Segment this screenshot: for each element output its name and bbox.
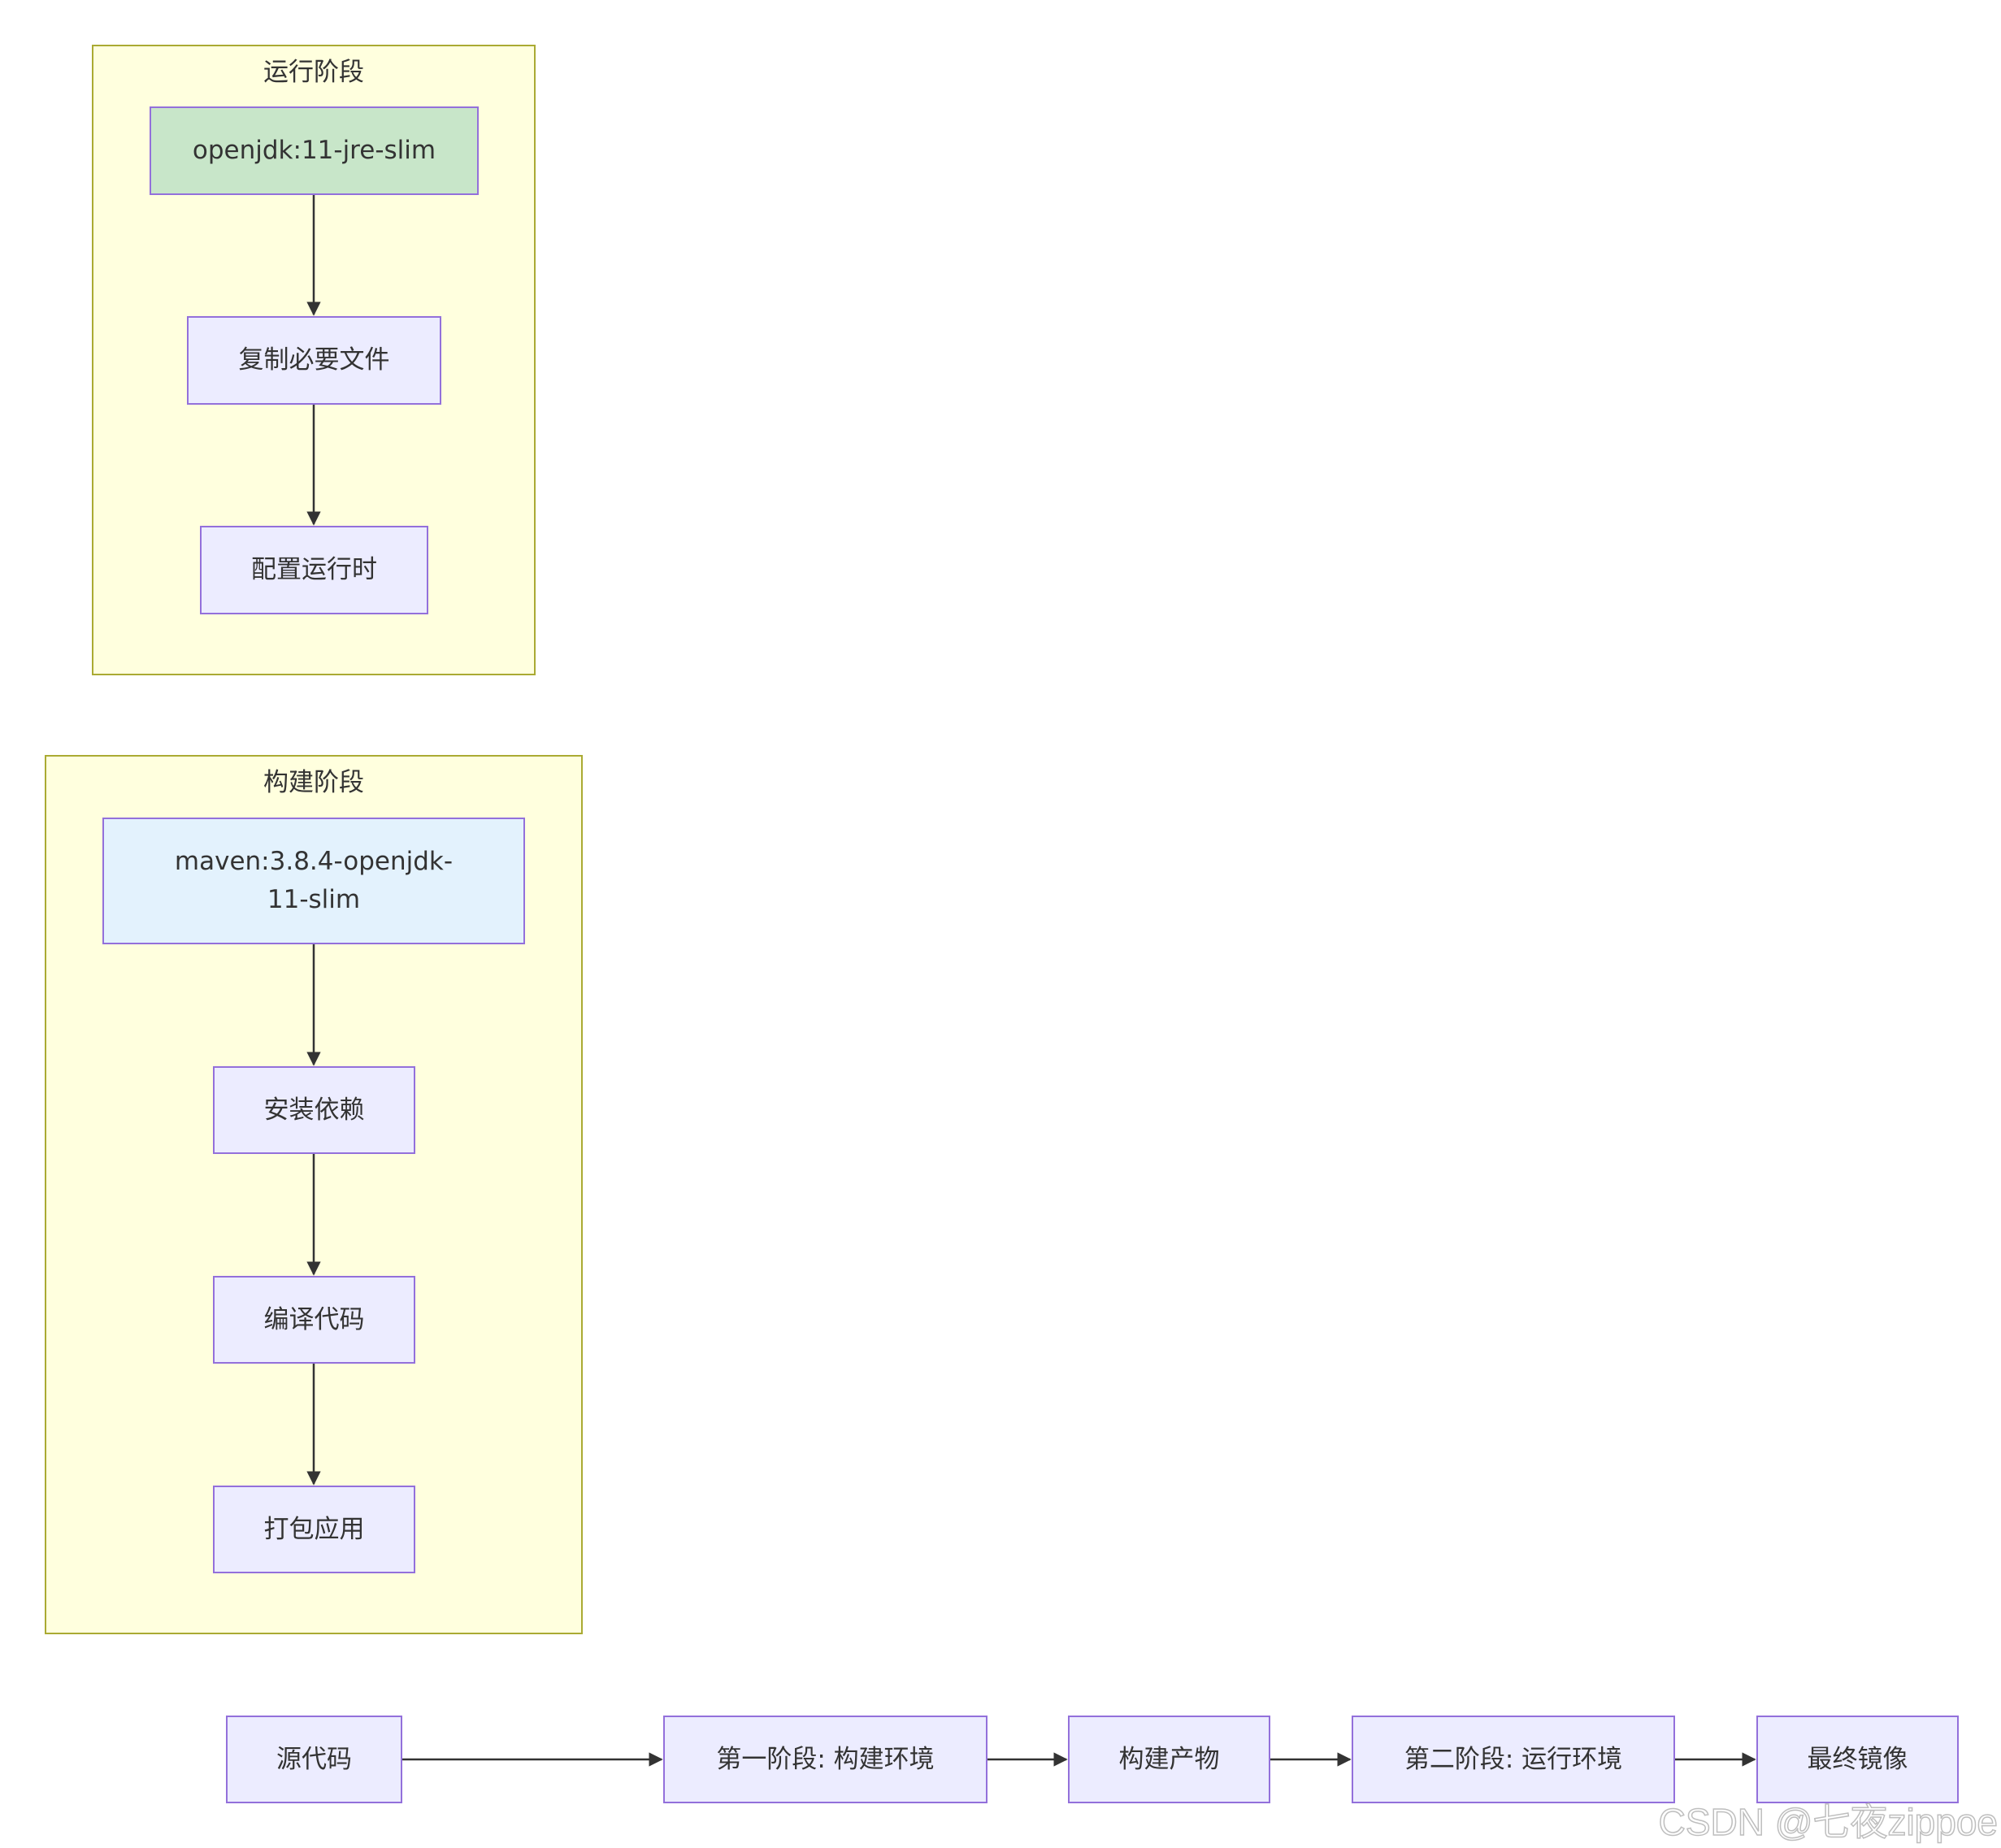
node-stage2-runtime-env-label: 第二阶段: 运行环境 (1404, 1744, 1623, 1774)
node-build-artifact: 构建产物 (1068, 1716, 1270, 1803)
node-final-image-label: 最终镜像 (1807, 1744, 1908, 1774)
node-final-image: 最终镜像 (1756, 1716, 1959, 1803)
node-package-app-label: 打包应用 (263, 1514, 365, 1544)
node-package-app: 打包应用 (213, 1486, 415, 1573)
node-copy-files: 复制必要文件 (187, 316, 441, 405)
node-configure-runtime: 配置运行时 (200, 526, 428, 614)
node-copy-files-label: 复制必要文件 (238, 345, 390, 375)
node-maven-build-base: maven:3.8.4-openjdk-11-slim (102, 818, 525, 944)
node-install-deps: 安装依赖 (213, 1066, 415, 1154)
node-stage2-runtime-env: 第二阶段: 运行环境 (1352, 1716, 1675, 1803)
node-configure-runtime-label: 配置运行时 (251, 555, 377, 584)
runtime-stage-title: 运行阶段 (263, 58, 364, 87)
node-build-artifact-label: 构建产物 (1118, 1744, 1220, 1774)
node-source-code-label: 源代码 (276, 1744, 352, 1774)
node-stage1-build-env-label: 第一阶段: 构建环境 (716, 1744, 935, 1774)
node-openjdk-runtime-base: openjdk:11-jre-slim (150, 106, 479, 195)
node-maven-build-base-label: maven:3.8.4-openjdk-11-slim (174, 847, 454, 914)
node-openjdk-runtime-base-label: openjdk:11-jre-slim (192, 136, 436, 165)
node-stage1-build-env: 第一阶段: 构建环境 (663, 1716, 987, 1803)
csdn-watermark: CSDN @七夜zippoe (1658, 1800, 1999, 1844)
node-compile-code: 编译代码 (213, 1276, 415, 1364)
node-compile-code-label: 编译代码 (263, 1304, 365, 1334)
build-stage-title: 构建阶段 (263, 768, 364, 797)
node-source-code: 源代码 (226, 1716, 402, 1803)
node-install-deps-label: 安装依赖 (263, 1095, 365, 1125)
